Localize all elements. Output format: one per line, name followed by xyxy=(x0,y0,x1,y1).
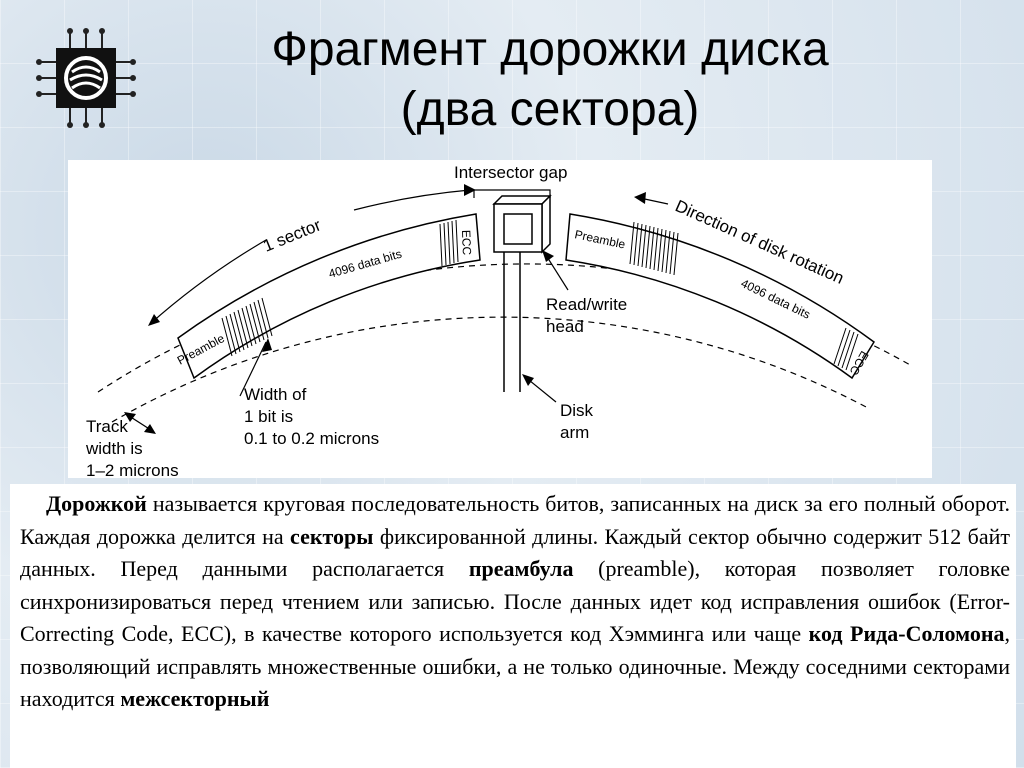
intersector-gap-label: Intersector gap xyxy=(454,163,567,182)
left-preamble-hatching xyxy=(221,297,273,357)
slide-title: Фрагмент дорожки диска (два сектора) xyxy=(150,20,950,140)
read-write-head xyxy=(492,194,552,254)
chip-logo-icon xyxy=(36,28,136,128)
track-inner-boundary xyxy=(111,316,869,423)
text-segment: (preamble), которая позволяет головке си… xyxy=(20,556,1010,646)
intersector-gap-bracket xyxy=(473,189,551,198)
description-text: Дорожкой называется круговая последовате… xyxy=(10,484,1016,768)
head-label-1: Read/write xyxy=(546,295,627,314)
disk-arm xyxy=(503,252,521,392)
bit-width-pointer xyxy=(239,341,267,397)
bit-width-label-1: Width of xyxy=(244,385,307,404)
bit-width-label-2: 1 bit is xyxy=(244,407,293,426)
term-track: Дорожкой xyxy=(46,491,147,516)
one-sector-arrow-left xyxy=(149,239,267,325)
term-preamble: преамбула xyxy=(468,556,574,581)
left-ecc-hatching xyxy=(439,219,459,267)
text-segment: , позволяющий исправлять множественные о… xyxy=(20,621,1011,711)
text-segment: фиксированной длины. Каждый сектор обычн… xyxy=(20,523,1011,582)
arm-label-1: Disk xyxy=(560,401,594,420)
left-ecc-label: ECC xyxy=(459,230,474,256)
one-sector-label: 1 sector xyxy=(260,215,323,255)
track-width-label-3: 1–2 microns xyxy=(86,461,179,478)
one-sector-arrow-right xyxy=(353,189,471,211)
description-paragraph: Дорожкой называется круговая последовате… xyxy=(10,484,1016,716)
right-ecc-hatching xyxy=(833,327,859,371)
head-label-2: head xyxy=(546,317,584,336)
title-line-2: (два сектора) xyxy=(400,83,700,136)
term-intersector: межсекторный xyxy=(120,686,270,711)
left-sector-box xyxy=(177,213,481,380)
bit-width-label-3: 0.1 to 0.2 microns xyxy=(244,429,379,448)
title-line-1: Фрагмент дорожки диска xyxy=(271,23,829,76)
track-width-label-1: Track xyxy=(86,417,128,436)
term-sectors: секторы xyxy=(290,523,374,549)
track-width-label-2: width is xyxy=(85,439,143,458)
arm-label-2: arm xyxy=(560,423,589,442)
right-preamble-hatching xyxy=(629,221,679,276)
term-reed-solomon: код Рида-Соломона xyxy=(808,621,1005,646)
disk-track-diagram: Preamble 4096 data bits ECC Preamble 409… xyxy=(68,160,932,478)
text-segment: называется круговая последовательность б… xyxy=(20,491,1010,549)
